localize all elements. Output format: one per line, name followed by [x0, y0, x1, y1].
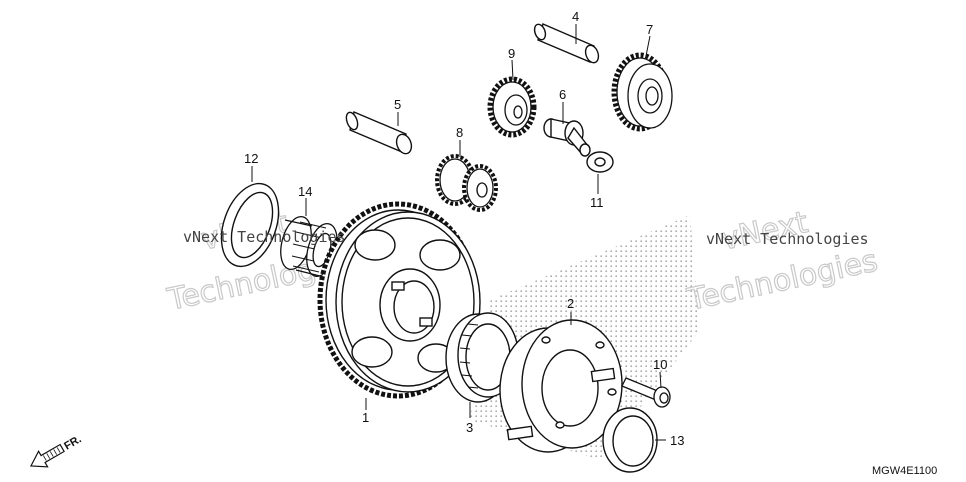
- callout-3: 3: [466, 420, 473, 435]
- part-13-oring: [602, 407, 658, 473]
- part-9-gear: [487, 76, 537, 138]
- part-7-gear: [611, 52, 673, 132]
- diagram-code: MGW4E1100: [872, 465, 937, 477]
- leader-lines: [251, 24, 666, 441]
- callout-6: 6: [559, 87, 566, 102]
- callout-12: 12: [244, 151, 258, 166]
- fr-label: FR.: [62, 433, 83, 452]
- part-10-bolt: [621, 377, 671, 408]
- watermark-right: vNext Technologies: [683, 204, 881, 318]
- callout-8: 8: [456, 125, 463, 140]
- part-11-washer: [586, 151, 614, 173]
- part-4-shaft: [533, 23, 600, 64]
- part-6-shaft: [543, 118, 591, 157]
- watermark-right-big-2: Technologies: [684, 243, 881, 318]
- callout-11: 11: [590, 195, 604, 210]
- callout-4: 4: [572, 9, 579, 24]
- part-12-washer: [220, 182, 280, 268]
- part-1-driven-gear: [317, 201, 481, 399]
- callout-1: 1: [362, 410, 369, 425]
- part-2-clutch-outer: [499, 319, 623, 453]
- callout-2: 2: [567, 296, 574, 311]
- watermark-right-small: vNext Technologies: [706, 230, 869, 248]
- callout-5: 5: [394, 97, 401, 112]
- part-8-double-gear: [435, 154, 498, 212]
- callout-10: 10: [653, 357, 667, 372]
- fr-arrow: FR.: [29, 433, 84, 468]
- callout-13: 13: [670, 433, 684, 448]
- watermark-left-small: vNext Technologies: [183, 228, 346, 246]
- part-14-needle-bearing: [280, 216, 338, 277]
- part-5-shaft: [345, 111, 413, 155]
- callout-14: 14: [298, 184, 312, 199]
- callout-7: 7: [646, 22, 653, 37]
- callout-9: 9: [508, 46, 515, 61]
